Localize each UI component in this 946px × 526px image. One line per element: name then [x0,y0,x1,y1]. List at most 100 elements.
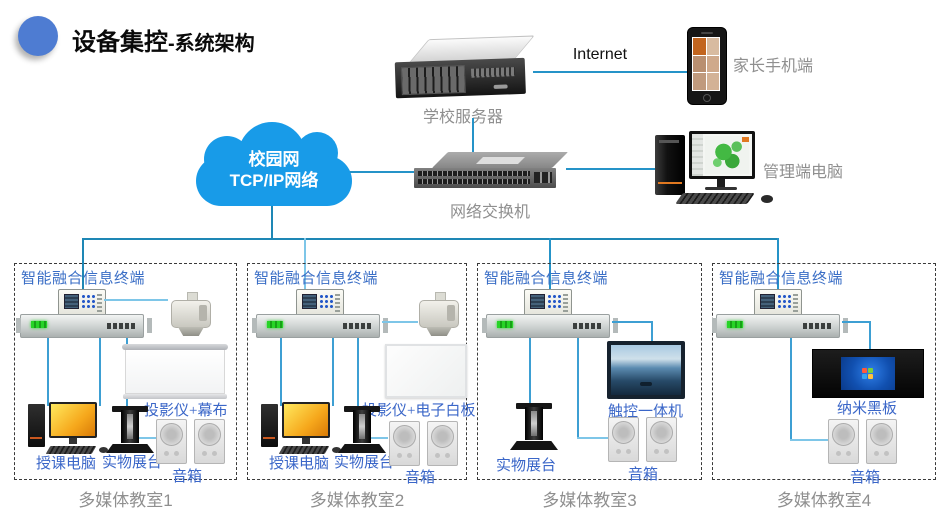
server-logo [493,84,508,89]
cloud-label-line1: 校园网 [248,150,300,169]
internet-label: Internet [572,46,628,63]
classroom-3-display-label: 触控一体机 [608,404,684,420]
admin-pc-stand [717,179,725,187]
server-front-face [394,57,526,99]
page-title-main: 设备集控 [72,29,168,56]
cloud-body [196,156,352,206]
classroom-2-visualizer-label: 实物展台 [334,455,395,471]
classroom-4-link-speaker-v [790,338,792,441]
classroom-3-speakers-icon [608,417,677,462]
switch-top-face [432,152,568,168]
classroom-1-link-visualizer [99,338,101,406]
school-server-icon [392,34,535,105]
classroom-3-link-display-h [612,321,653,323]
classroom-2-projector-icon [416,292,462,338]
classroom-2-speaker-label: 音箱 [405,470,436,486]
classroom-3-visualizer-icon [510,403,558,450]
classroom-1-projection-screen [122,344,228,400]
classroom-3-link-display-v [651,321,653,343]
classroom-2-computer-label: 授课电脑 [269,456,330,472]
classroom-2-whiteboard [385,344,467,398]
phone-speaker [701,32,713,34]
classroom-3-link-speaker-h [577,437,608,439]
admin-pc-tower [655,135,685,195]
classroom-1-computer-icon [28,402,108,456]
classroom-3-speaker-label: 音箱 [628,467,659,483]
classroom-1-speaker-label: 音箱 [172,469,203,485]
server-drive-bays [400,64,466,96]
classroom-1-box [14,263,237,480]
admin-pc-icon [655,131,805,209]
classroom-2-projector-label: 投影仪+电子白板 [362,403,476,419]
classroom-4-link-board-v [869,321,871,351]
windows-logo-icon [862,367,867,373]
classroom-3-link-visualizer [529,338,531,406]
classroom-3-terminal-label: 智能融合信息终端 [484,271,609,287]
admin-pc-keyboard [675,193,755,204]
classroom-1-name: 多媒体教室1 [78,491,173,510]
admin-pc-monitor [689,131,755,179]
classroom-4-speaker-label: 音箱 [850,470,881,486]
server-vent [470,67,516,78]
admin-pc-mouse [761,195,773,203]
classroom-1-link-computer [47,338,49,406]
bus-line [82,238,779,240]
link-server-phone [533,71,687,73]
classroom-1-visualizer-label: 实物展台 [102,455,163,471]
classroom-2-computer-icon [261,402,341,456]
classroom-4-board-label: 纳米黑板 [837,401,898,417]
page-title-sub: -系统架构 [168,33,255,55]
classroom-1-link-speaker-h [126,437,158,439]
classroom-4-terminal-label: 智能融合信息终端 [719,271,844,287]
classroom-1-projector-icon [168,292,214,338]
classroom-1-speakers-icon [156,419,225,464]
classroom-4-speakers-icon [828,419,897,464]
classroom-2-control-panel [296,289,344,318]
phone-home-button [703,94,711,102]
link-switch-admin-pc [566,168,658,170]
drop-room1 [82,238,84,292]
link-server-switch [472,118,474,154]
classroom-4-nano-board-icon [812,349,924,398]
classroom-1-link-panel-projector [104,299,168,301]
cloud-label-line2: TCP/IP网络 [229,171,319,190]
classroom-1-terminal-label: 智能融合信息终端 [21,271,146,287]
classroom-3-touch-display-icon [607,341,685,399]
switch-uplink-ports [534,172,552,183]
slide-logo-dot [18,16,58,56]
admin-pc-label: 管理端电脑 [763,164,844,181]
classroom-2-name: 多媒体教室2 [309,491,405,510]
page-title: 设备集控-系统架构 [72,22,255,57]
classroom-2-link-speaker-v [357,338,359,438]
classroom-1-terminal-host [16,314,144,338]
switch-label: 网络交换机 [449,204,530,221]
classroom-4-link-board-h [842,321,871,323]
classroom-2-speakers-icon [389,421,458,466]
admin-pc-base [705,187,737,190]
classroom-2-link-computer [280,338,282,406]
classroom-2-terminal-label: 智能融合信息终端 [254,271,379,287]
classroom-4-box [712,263,936,480]
classroom-4-link-speaker-h [790,439,828,441]
switch-sticker [476,157,525,164]
classroom-4-name: 多媒体教室4 [776,491,872,510]
parent-phone-label: 家长手机端 [733,58,814,75]
classroom-1-visualizer-icon [106,406,154,453]
classroom-1-projector-label: 投影仪+幕布 [144,403,228,419]
classroom-3-link-speaker-v [577,338,579,438]
phone-screen [692,37,720,91]
drop-room4 [777,238,779,292]
classroom-1-computer-label: 授课电脑 [36,456,97,472]
classroom-3-box [477,263,702,480]
parent-phone-icon [687,27,727,105]
admin-pc-screen [692,134,752,176]
classroom-1-control-panel [58,289,106,318]
classroom-2-link-projector [382,321,418,323]
link-cloud-switch [350,171,416,173]
switch-port-panel [414,168,556,188]
classroom-2-visualizer-icon [338,406,386,453]
network-switch-icon [414,150,568,196]
classroom-3-visualizer-label: 实物展台 [496,458,557,474]
classroom-4-terminal-host [712,314,840,338]
